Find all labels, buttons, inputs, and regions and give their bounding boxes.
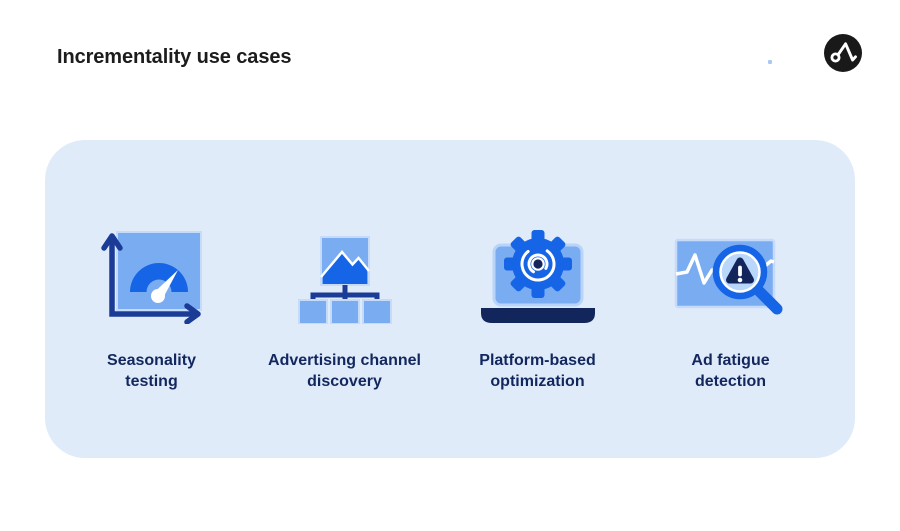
icon-box — [248, 228, 441, 324]
use-case-channel-discovery: Advertising channel discovery — [248, 228, 441, 458]
gauge-axes-icon — [100, 231, 202, 324]
appsflyer-a-icon — [830, 42, 857, 63]
icon-box — [634, 228, 827, 324]
laptop-gear-icon — [480, 230, 595, 323]
use-case-label: Platform-based optimization — [479, 352, 596, 390]
use-case-label: Seasonality testing — [107, 352, 196, 390]
appsflyer-logo — [824, 34, 862, 72]
use-case-platform-optimization: Platform-based optimization — [441, 228, 634, 458]
use-case-label: Advertising channel discovery — [268, 352, 421, 390]
use-case-label: Ad fatigue detection — [691, 352, 770, 390]
use-cases-card: Seasonality testing Advertising channel … — [45, 140, 855, 458]
gear-icon — [503, 230, 572, 298]
page-title: Incrementality use cases — [57, 46, 292, 68]
channel-tree-icon — [297, 236, 392, 324]
icon-box — [55, 228, 248, 324]
magnifier-alert-icon — [674, 238, 782, 315]
use-case-seasonality: Seasonality testing — [55, 228, 248, 458]
use-case-ad-fatigue: Ad fatigue detection — [634, 228, 827, 458]
icon-box — [441, 228, 634, 324]
stray-dot — [768, 60, 772, 64]
